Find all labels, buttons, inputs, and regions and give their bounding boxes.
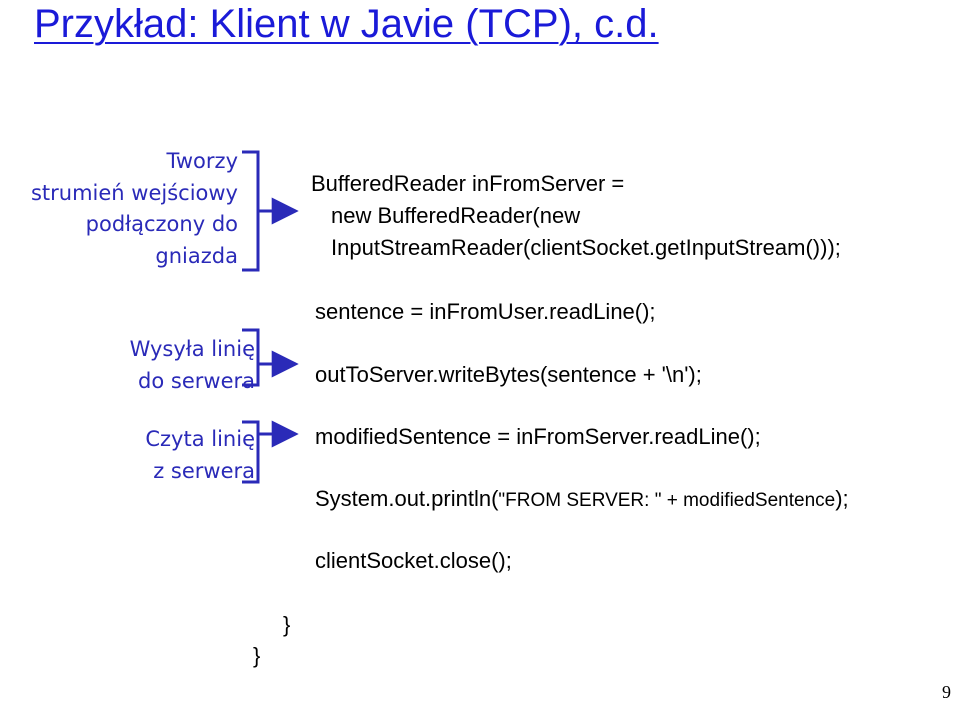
annotation-line: Wysyła linię xyxy=(129,337,255,361)
code-line: InputStreamReader(clientSocket.getInputS… xyxy=(331,235,841,260)
code-line: new BufferedReader(new xyxy=(331,203,581,228)
bracket-1 xyxy=(242,150,260,272)
code-segment: ); xyxy=(835,486,849,511)
bracket-2 xyxy=(242,328,260,387)
bracket-3 xyxy=(242,420,260,484)
annotation-read-line: Czyta linię z serwera xyxy=(145,424,255,487)
annotation-line: z serwera xyxy=(153,458,255,483)
annotation-send-line: Wysyła linię do serwera xyxy=(130,334,255,397)
code-line: modifiedSentence = inFromServer.readLine… xyxy=(315,424,761,449)
slide-title: Przykład: Klient w Javie (TCP), c.d. xyxy=(34,2,659,46)
annotation-line: Tworzy xyxy=(166,149,238,173)
code-line: BufferedReader inFromServer = xyxy=(311,171,625,196)
annotation-input-stream: Tworzy strumień wejściowy podłączony do … xyxy=(31,146,238,272)
annotation-line: podłączony do xyxy=(85,212,238,236)
code-line-println: System.out.println("FROM SERVER: " + mod… xyxy=(315,483,849,517)
closing-brace: } xyxy=(253,643,261,668)
annotation-line: strumień wejściowy xyxy=(30,180,238,205)
annotation-line: do serwera xyxy=(138,368,255,393)
code-line: clientSocket.close(); xyxy=(315,548,512,573)
code-line: sentence = inFromUser.readLine(); xyxy=(315,299,656,324)
annotation-line: gniazda xyxy=(155,243,238,268)
code-segment-string: "FROM SERVER: " + modifiedSentence xyxy=(498,490,836,511)
page-number: 9 xyxy=(942,682,951,702)
code-segment: System.out.println( xyxy=(315,486,499,511)
annotation-line: Czyta linię xyxy=(145,427,255,451)
code-line: outToServer.writeBytes(sentence + '\n'); xyxy=(315,362,702,387)
closing-brace: } xyxy=(283,612,291,637)
